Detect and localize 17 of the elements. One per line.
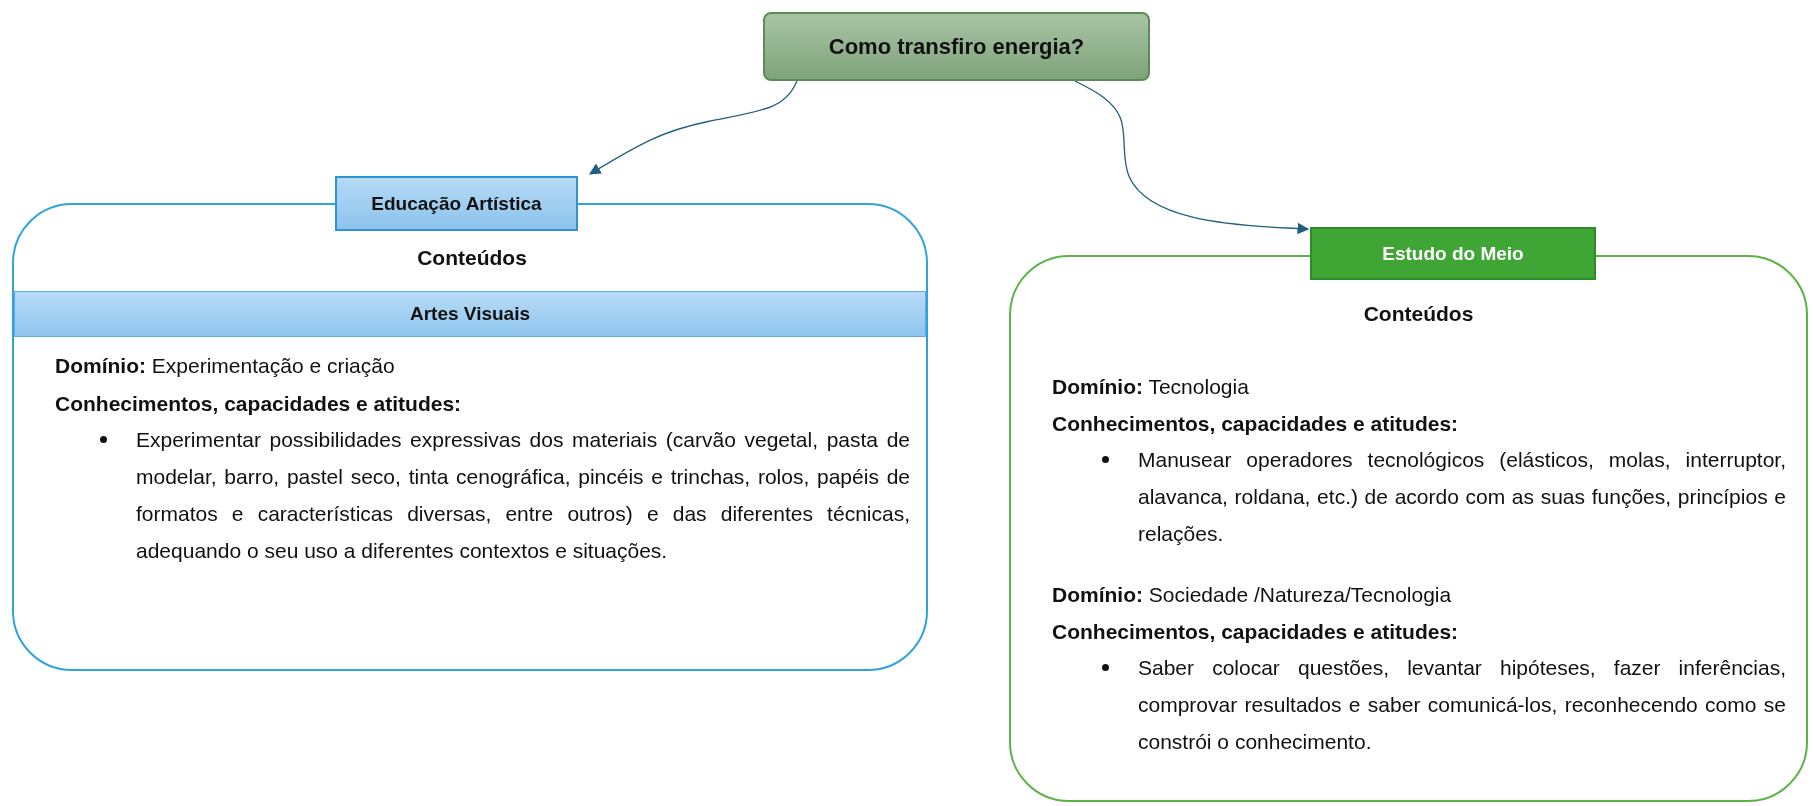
bullet-point-text: Experimentar possibilidades expressivas dos materiais (carvão vegetal, pasta de modelar, barro, pastel seco, tinta cenográfica, pincéis e trinchas, rolos, papéis de formatos e características diversas, entre outros) e das diferentes técnicas, adequando o seu uso a diferentes contextos e situações. — [94, 421, 910, 569]
section-heading: Conteúdos — [416, 245, 528, 271]
subheading-text: Conhecimentos, capacidades e atitudes: — [1052, 411, 1460, 437]
subheading-text: Conhecimentos, capacidades e atitudes: — [1052, 619, 1460, 645]
bullet-point-text: Saber colocar questões, levantar hipóteses, fazer inferências, comprovar resultados e saber comunicá-los, reconhecendo como se constrói o conhecimento. — [1096, 649, 1786, 760]
domain-text: Domínio: Sociedade /Natureza/Tecnologia — [1052, 582, 1453, 608]
domain-text: Domínio: Experimentação e criação — [55, 353, 396, 379]
domain-text: Domínio: Tecnologia — [1052, 374, 1250, 400]
arrow — [1074, 80, 1310, 235]
bullet-point-text: Manusear operadores tecnológicos (elásticos, molas, interruptor, alavanca, roldana, etc.) de acordo com as suas funções, princípios e relações. — [1096, 441, 1786, 552]
subheading-text: Conhecimentos, capacidades e atitudes: — [55, 391, 463, 417]
subject-tab: Educação Artística — [335, 176, 578, 231]
arrow — [589, 80, 798, 175]
heading-band: Artes Visuais — [14, 291, 926, 337]
subject-tab: Estudo do Meio — [1310, 227, 1596, 280]
section-heading: Conteúdos — [1362, 301, 1475, 327]
question-box: Como transfiro energia? — [763, 12, 1150, 81]
